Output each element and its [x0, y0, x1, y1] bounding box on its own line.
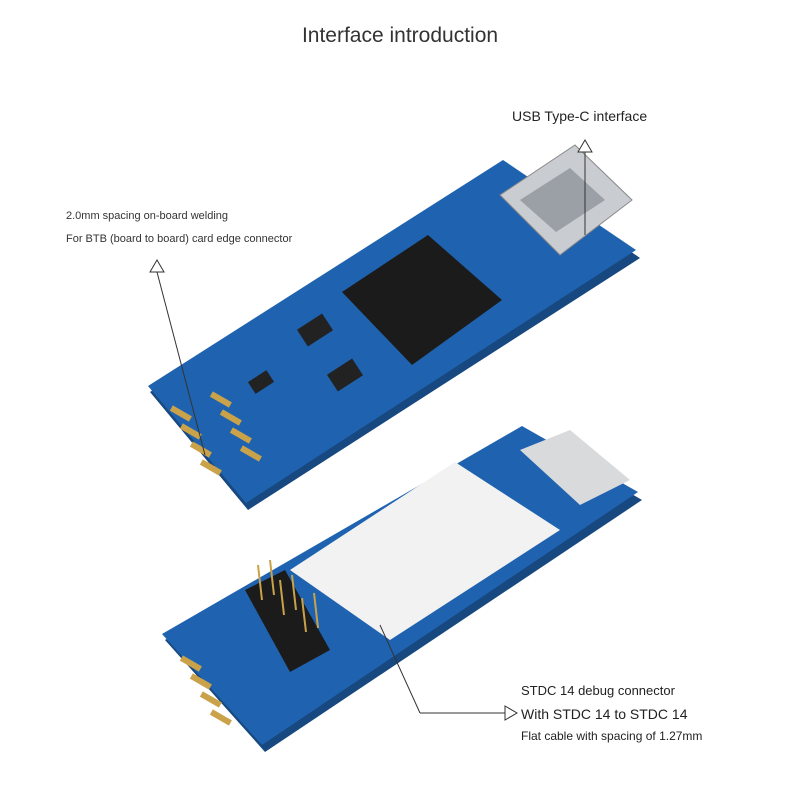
stdc-label-line3: Flat cable with spacing of 1.27mm [521, 729, 703, 743]
usb-callout-arrow [577, 139, 593, 235]
arm-chip [342, 235, 502, 365]
edge-gold-pads-bottom [179, 655, 232, 726]
edge-gold-pads [169, 391, 262, 476]
stdc-label-line1: STDC 14 debug connector [521, 683, 675, 698]
header-pins [257, 559, 319, 633]
btb-callout-arrow [149, 259, 206, 456]
top-board [148, 144, 640, 510]
btb-label-line2: For BTB (board to board) card edge conne… [66, 233, 293, 245]
label-sticker [290, 462, 560, 640]
stdc14-header [245, 570, 330, 672]
usb-type-c-label: USB Type-C interface [512, 108, 648, 124]
stdc-callout-arrow [379, 624, 518, 721]
stdc-label-line2: With STDC 14 to STDC 14 [521, 706, 688, 722]
page-title: Interface introduction [301, 24, 499, 47]
bottom-board [162, 426, 642, 752]
btb-label-line1: 2.0mm spacing on-board welding [66, 210, 229, 222]
